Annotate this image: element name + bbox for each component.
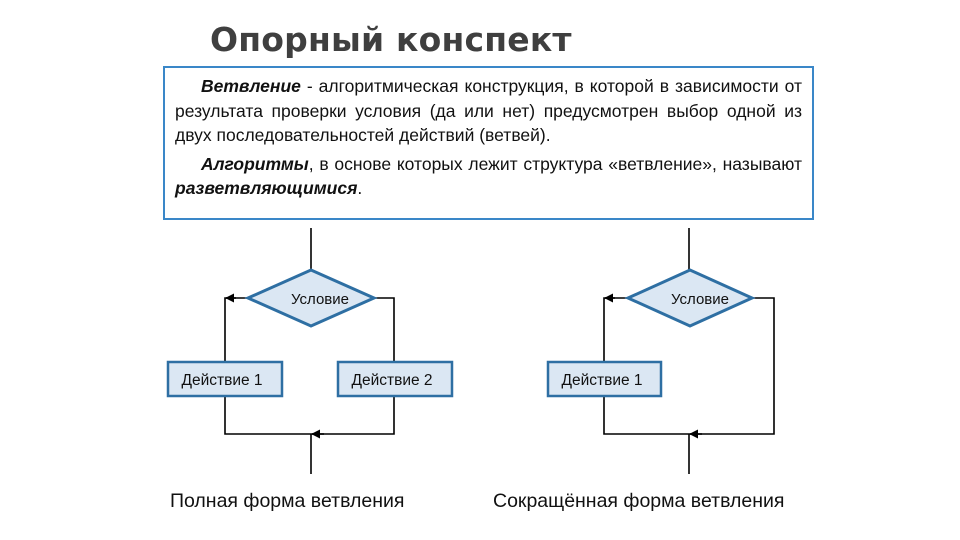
full-action2-label: Действие 2 [351, 372, 432, 389]
short-yes-branch-line [603, 297, 628, 362]
short-form-flowchart: Условие Действие 1 [546, 228, 775, 474]
algorithms-definition: Алгоритмы, в основе которых лежит структ… [175, 152, 802, 201]
full-form-flowchart: Условие Действие 1 Действие 2 [166, 228, 454, 474]
algorithms-text: , в основе которых лежит структура «ветв… [308, 153, 802, 174]
algorithms-end: . [357, 178, 363, 198]
definition-box: Ветвление - алгоритмическая конструкция,… [163, 66, 814, 220]
branching-text: - алгоритмическая конструкция, в которой… [175, 76, 802, 145]
branching-term: Ветвление [201, 76, 301, 96]
branching-definition: Ветвление - алгоритмическая конструкция,… [175, 74, 802, 148]
full-yes-branch-line [224, 297, 248, 362]
short-action1-box [546, 360, 663, 398]
page-title: Опорный конспект [210, 20, 572, 59]
full-condition-diamond [244, 268, 378, 328]
full-form-caption: Полная форма ветвления [170, 490, 405, 512]
full-action1-label: Действие 1 [181, 372, 262, 389]
full-left-merge-line [224, 396, 311, 435]
full-action1-box [166, 360, 284, 398]
short-condition-label: Условие [671, 291, 729, 308]
short-no-branch-line [689, 297, 775, 435]
algorithms-term: Алгоритмы [201, 153, 309, 174]
branching-algorithms-term: разветвляющимися [175, 178, 358, 198]
short-form-caption: Сокращённая форма ветвления [493, 490, 785, 512]
short-action1-label: Действие 1 [561, 372, 642, 389]
full-no-branch-line [374, 297, 395, 362]
short-condition-diamond [624, 268, 756, 328]
full-right-merge-line [311, 396, 395, 435]
full-condition-label: Условие [291, 291, 349, 308]
full-action2-box [336, 360, 454, 398]
short-left-merge-line [603, 396, 689, 435]
